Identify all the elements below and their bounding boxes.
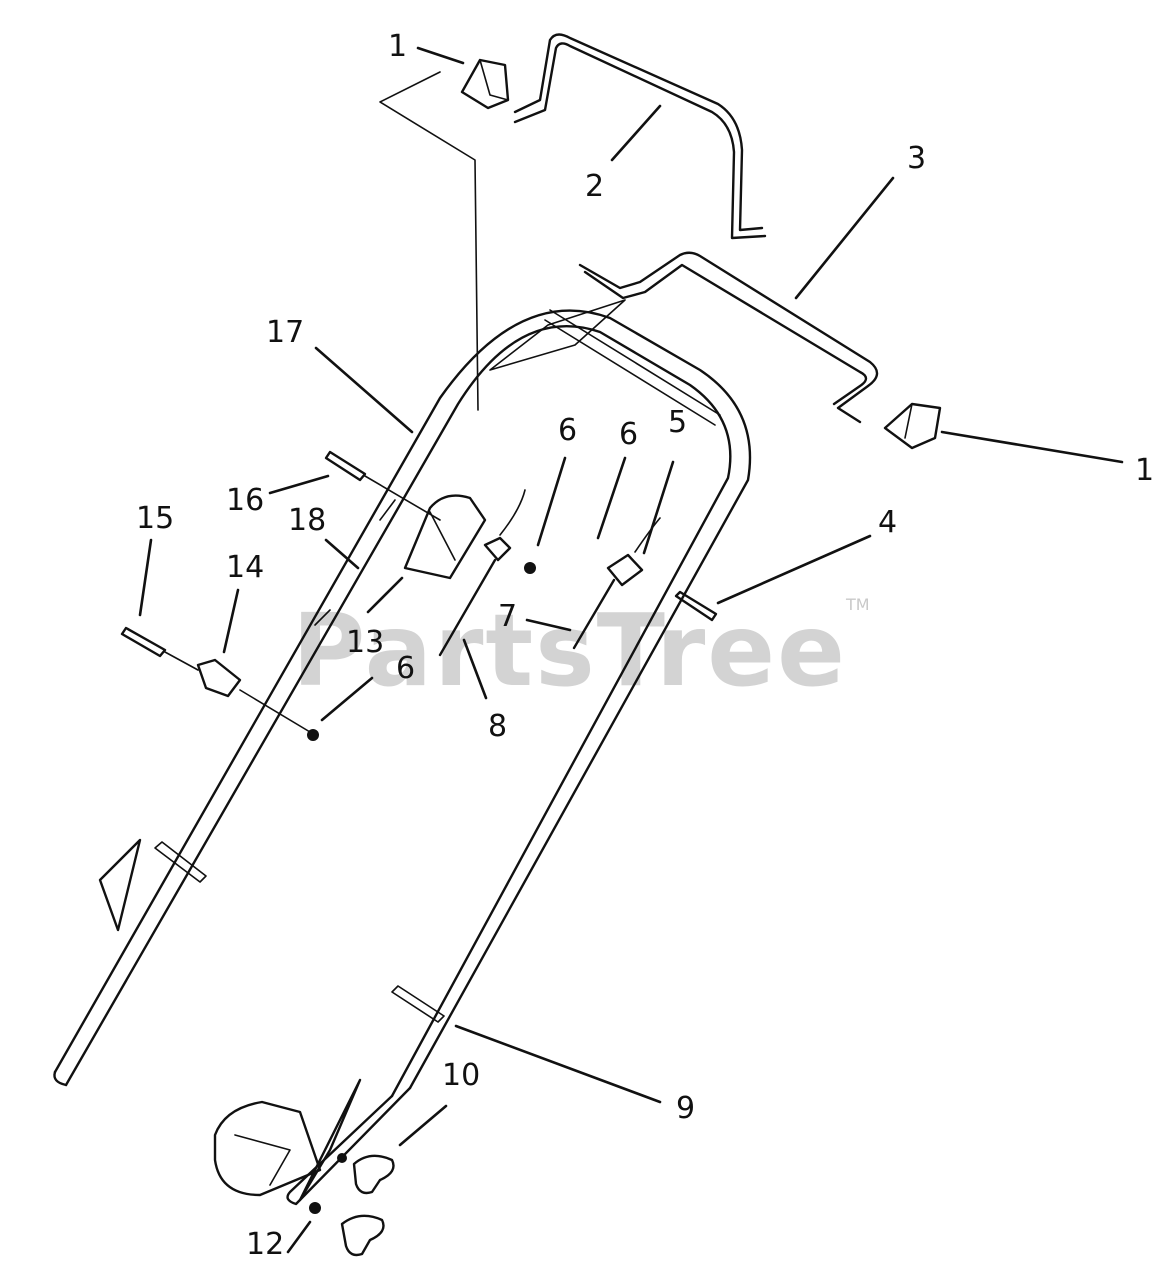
callout-18: 18	[288, 503, 326, 538]
upper-handle	[53, 309, 752, 1206]
callout-15: 15	[136, 501, 174, 536]
callout-10: 10	[442, 1058, 480, 1093]
nut-6c	[307, 729, 319, 741]
decal-outline	[379, 71, 479, 411]
watermark-text: PartsTree	[292, 592, 847, 709]
watermark-trademark: TM	[845, 595, 870, 614]
callout-14: 14	[226, 550, 264, 585]
callout-1-right: 1	[1135, 453, 1154, 488]
callout-6-right: 6	[619, 417, 638, 452]
lower-bracket	[213, 1100, 395, 1257]
callout-7: 7	[498, 599, 517, 634]
callout-17: 17	[266, 315, 304, 350]
callout-6-left: 6	[396, 651, 415, 686]
callout-13: 13	[346, 625, 384, 660]
callouts: 1 2 3 1 17 6 6 5 16 18 4 15 14 7 13 6 8 …	[136, 29, 1154, 1262]
callout-1-top: 1	[388, 29, 407, 64]
leader-lines	[138, 46, 1124, 1254]
callout-12: 12	[246, 1227, 284, 1262]
callout-16: 16	[226, 483, 264, 518]
cable-clip-right	[883, 402, 942, 450]
callout-6-center: 6	[558, 413, 577, 448]
nut-6a	[524, 562, 536, 574]
callout-2: 2	[585, 169, 604, 204]
callout-9: 9	[676, 1091, 695, 1126]
bail-handles	[489, 33, 879, 426]
callout-8: 8	[488, 709, 507, 744]
control-parts	[120, 450, 718, 736]
callout-4: 4	[878, 505, 897, 540]
callout-5: 5	[668, 405, 687, 440]
cable-clip-top	[460, 58, 510, 110]
callout-3: 3	[907, 141, 926, 176]
